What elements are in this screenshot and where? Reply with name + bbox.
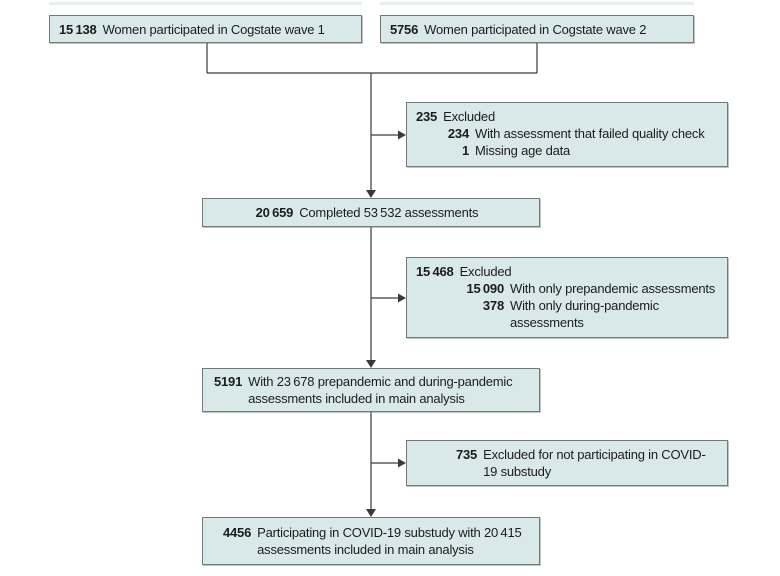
- completed-label: Completed 53 532 assessments: [299, 205, 479, 220]
- box-excluded-pandemic: 15 468 Excluded 15 090 With only prepand…: [406, 257, 728, 338]
- excluded-quality-header: 235 Excluded: [416, 108, 719, 125]
- box-final-analysis: 4456 Participating in COVID-19 substudy …: [202, 517, 540, 565]
- final-analysis-label: Participating in COVID-19 substudy with …: [257, 525, 522, 557]
- excluded-quality-count: 235: [416, 109, 438, 124]
- main-analysis-count: 5191: [214, 374, 243, 389]
- box-wave1: 15 138 Women participated in Cogstate wa…: [49, 15, 362, 43]
- box-excluded-substudy: 735 Excluded for not participating in CO…: [406, 440, 728, 486]
- excluded-quality-item-label: With assessment that failed quality chec…: [475, 126, 705, 141]
- wave2-line: 5756 Women participated in Cogstate wave…: [390, 21, 685, 38]
- excluded-pandemic-count: 15 468: [416, 264, 454, 279]
- wave2-count: 5756: [390, 21, 419, 37]
- wave1-line: 15 138 Women participated in Cogstate wa…: [59, 21, 353, 38]
- cropped-box-sliver-right: [380, 2, 694, 5]
- excluded-pandemic-item: 15 090 With only prepandemic assessments: [416, 280, 719, 297]
- final-analysis-count: 4456: [223, 525, 252, 540]
- arrowhead-right-excluded-substudy: [398, 458, 406, 468]
- wave1-label: Women participated in Cogstate wave 1: [102, 21, 325, 37]
- excluded-pandemic-item-label: With only prepandemic assessments: [510, 281, 716, 296]
- main-analysis-line: 5191 With 23 678 prepandemic and during-…: [214, 373, 531, 407]
- excluded-pandemic-label: Excluded: [459, 264, 512, 279]
- wave1-count: 15 138: [59, 21, 97, 37]
- arrowhead-right-excluded-quality: [398, 130, 406, 140]
- excluded-substudy-count: 735: [456, 447, 478, 462]
- completed-count: 20 659: [255, 205, 294, 220]
- excluded-pandemic-item-count: 378: [482, 298, 504, 313]
- arrowhead-right-excluded-pandemic: [398, 293, 406, 303]
- box-main-analysis: 5191 With 23 678 prepandemic and during-…: [202, 368, 540, 412]
- excluded-quality-item-count: 1: [461, 143, 469, 158]
- completed-line: 20 659 Completed 53 532 assessments: [203, 204, 531, 221]
- arrowhead-down-final: [366, 509, 376, 517]
- arrowhead-down-completed: [366, 190, 376, 198]
- box-completed: 20 659 Completed 53 532 assessments: [202, 198, 540, 227]
- main-analysis-label: With 23 678 prepandemic and during-pande…: [248, 374, 513, 406]
- excluded-substudy-label: Excluded for not participating in COVID-…: [483, 447, 706, 479]
- excluded-pandemic-item: 378 With only during-pandemic assessment…: [416, 297, 719, 331]
- excluded-quality-item: 234 With assessment that failed quality …: [416, 125, 719, 142]
- excluded-pandemic-item-count: 15 090: [466, 281, 504, 296]
- excluded-substudy-line: 735 Excluded for not participating in CO…: [456, 446, 719, 480]
- connector-path: [206, 43, 538, 512]
- wave2-label: Women participated in Cogstate wave 2: [424, 21, 647, 37]
- excluded-quality-item: 1 Missing age data: [416, 142, 719, 159]
- excluded-pandemic-header: 15 468 Excluded: [416, 263, 719, 280]
- box-wave2: 5756 Women participated in Cogstate wave…: [380, 15, 694, 43]
- excluded-quality-label: Excluded: [443, 109, 495, 124]
- excluded-quality-item-count: 234: [447, 126, 469, 141]
- cropped-box-sliver-left: [49, 2, 362, 5]
- arrowhead-down-main: [366, 360, 376, 368]
- excluded-quality-item-label: Missing age data: [475, 143, 571, 158]
- box-excluded-quality: 235 Excluded 234 With assessment that fa…: [406, 102, 728, 167]
- final-analysis-line: 4456 Participating in COVID-19 substudy …: [223, 524, 531, 558]
- excluded-pandemic-item-label: With only during-pandemic assessments: [510, 298, 659, 330]
